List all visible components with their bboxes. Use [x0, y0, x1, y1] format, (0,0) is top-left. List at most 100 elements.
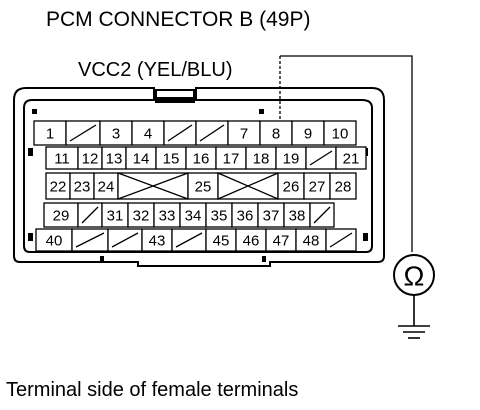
wire-label: VCC2 (YEL/BLU) — [78, 59, 233, 81]
pin-cell: 25 — [187, 172, 219, 200]
pin-number: 12 — [82, 151, 99, 168]
empty-pin — [107, 228, 143, 252]
connector-housing — [13, 87, 385, 267]
pin-cell: 16 — [185, 146, 217, 170]
pin-number: 35 — [211, 208, 228, 225]
pin-number: 46 — [243, 233, 260, 250]
pin-number: 29 — [53, 208, 70, 225]
pin-number: 8 — [272, 126, 280, 143]
pin-cell: 36 — [231, 202, 259, 228]
pin-cell: 1 — [33, 120, 67, 146]
pin-number: 45 — [213, 233, 230, 250]
pin-cell: 14 — [125, 146, 157, 170]
pin-number: 1 — [46, 126, 54, 143]
pin-number: 28 — [335, 179, 352, 196]
empty-pin — [195, 120, 229, 146]
pin-cell: 7 — [227, 120, 261, 146]
test-lead-wire — [279, 55, 413, 252]
pin-cell: 38 — [283, 202, 311, 228]
blocked-cavity — [117, 172, 189, 200]
pin-cell: 34 — [179, 202, 207, 228]
probe-terminal-pin: 8 — [259, 120, 293, 146]
ohm-symbol: Ω — [404, 261, 425, 292]
pin-number: 40 — [46, 233, 63, 250]
pin-number: 9 — [304, 126, 312, 143]
pin-number: 19 — [283, 151, 300, 168]
pin-cell: 19 — [275, 146, 307, 170]
pin-cell: 40 — [35, 228, 73, 252]
pin-number: 26 — [283, 179, 300, 196]
pin-number: 17 — [223, 151, 240, 168]
pin-number: 37 — [263, 208, 280, 225]
pin-number: 31 — [107, 208, 124, 225]
pin-number: 27 — [309, 179, 326, 196]
empty-pin — [305, 146, 337, 170]
footer-caption: Terminal side of female terminals — [6, 379, 298, 401]
pin-number: 10 — [332, 126, 349, 143]
empty-pin — [71, 228, 109, 252]
pin-cell: 17 — [215, 146, 247, 170]
pin-number: 4 — [144, 126, 152, 143]
pin-number: 48 — [303, 233, 320, 250]
pin-cell: 47 — [265, 228, 297, 252]
connector-title: PCM CONNECTOR B (49P) — [46, 8, 310, 31]
pin-cell: 33 — [153, 202, 181, 228]
pin-number: 22 — [50, 179, 67, 196]
pin-number: 33 — [159, 208, 176, 225]
pin-cell: 32 — [127, 202, 155, 228]
pin-number: 24 — [98, 179, 115, 196]
pin-cell: 23 — [69, 172, 95, 200]
empty-pin — [309, 202, 335, 228]
pin-number: 21 — [343, 151, 360, 168]
pin-number: 36 — [237, 208, 254, 225]
empty-pin — [163, 120, 197, 146]
pin-number: 16 — [193, 151, 210, 168]
pin-cell: 48 — [295, 228, 327, 252]
empty-pin — [171, 228, 207, 252]
pin-number: 11 — [54, 151, 70, 168]
pin-number: 25 — [195, 179, 212, 196]
pin-number: 38 — [289, 208, 306, 225]
pin-number: 47 — [273, 233, 290, 250]
pin-number: 32 — [133, 208, 150, 225]
pin-cell: 13 — [101, 146, 127, 170]
pin-number: 18 — [253, 151, 270, 168]
pin-cell: 27 — [303, 172, 331, 200]
pin-number: 3 — [112, 126, 120, 143]
pin-cell: 43 — [141, 228, 173, 252]
pin-cell: 46 — [235, 228, 267, 252]
empty-pin — [77, 202, 103, 228]
pin-cell: 11 — [45, 146, 79, 170]
pin-cell: 15 — [155, 146, 187, 170]
pin-cell: 28 — [329, 172, 357, 200]
pin-cell: 12 — [77, 146, 103, 170]
pin-number: 14 — [133, 151, 150, 168]
pin-cell: 4 — [131, 120, 165, 146]
pin-number: 43 — [149, 233, 166, 250]
pin-number: 15 — [163, 151, 180, 168]
pin-cell: 18 — [245, 146, 277, 170]
ground-icon — [398, 295, 430, 339]
pin-cell: 21 — [335, 146, 367, 170]
empty-pin — [325, 228, 357, 252]
pin-cell: 24 — [93, 172, 119, 200]
empty-pin — [65, 120, 101, 146]
pin-number: 7 — [240, 126, 248, 143]
pin-number: 13 — [106, 151, 123, 168]
pin-cell: 3 — [99, 120, 133, 146]
pin-cell: 26 — [277, 172, 305, 200]
pin-cell: 31 — [101, 202, 129, 228]
pin-cell: 35 — [205, 202, 233, 228]
pin-cell: 45 — [205, 228, 237, 252]
pin-cell: 9 — [291, 120, 325, 146]
pin-cell: 29 — [43, 202, 79, 228]
pin-number: 34 — [185, 208, 202, 225]
blocked-cavity — [217, 172, 279, 200]
pin-cell: 10 — [323, 120, 357, 146]
ohmmeter-icon: Ω — [393, 254, 435, 296]
pin-cell: 22 — [45, 172, 71, 200]
pin-cell: 37 — [257, 202, 285, 228]
pin-number: 23 — [74, 179, 91, 196]
